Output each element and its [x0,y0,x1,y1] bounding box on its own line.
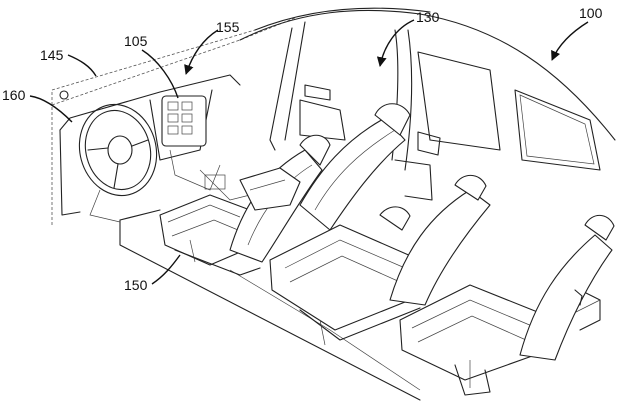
sensor-dot [59,90,69,100]
ref-155: 155 [216,19,240,35]
ref-105: 105 [124,33,148,49]
ref-145: 145 [40,47,64,63]
ref-150: 150 [124,277,148,293]
second-row-seat [269,174,491,346]
ref-160: 160 [2,87,26,103]
front-passenger-seat [239,103,411,231]
reference-numerals: 100 105 130 145 150 155 160 [2,5,603,293]
front-driver-seat [159,134,331,276]
center-display [161,95,207,147]
dashboard [59,74,251,216]
vehicle-body [51,7,616,401]
ref-130: 130 [416,9,440,25]
ref-100: 100 [579,5,603,21]
third-row-seat [399,214,615,396]
steering-wheel [78,103,158,223]
